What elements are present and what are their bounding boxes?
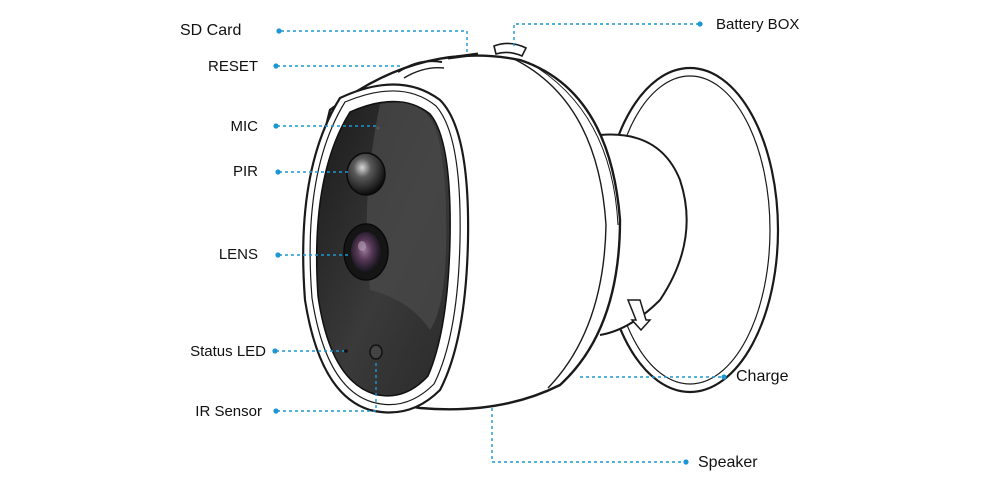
label-ir-sensor: IR Sensor — [195, 403, 262, 420]
camera-lens — [343, 223, 389, 281]
leader-dot-pir — [275, 169, 281, 175]
label-sd-card: SD Card — [180, 22, 242, 39]
ir-sensor — [369, 344, 383, 360]
mount-base — [599, 66, 780, 394]
label-reset: RESET — [207, 58, 258, 75]
leader-dot-reset — [273, 63, 279, 69]
label-battery-box: Battery BOX — [716, 16, 800, 33]
label-mic: MIC — [230, 118, 259, 135]
leader-sd-card — [281, 30, 468, 54]
mic-hole — [376, 126, 380, 130]
label-status-led: Status LED — [190, 343, 266, 360]
leader-dot-ir-sensor — [273, 408, 279, 414]
leader-ir-sensor — [277, 360, 377, 412]
status-led — [344, 349, 348, 353]
leader-dot-charge — [721, 374, 727, 380]
pir-sensor — [346, 152, 386, 196]
leader-dot-lens — [275, 252, 281, 258]
leader-dot-speaker — [683, 459, 689, 465]
label-lens: LENS — [218, 246, 258, 263]
leader-battery-box — [513, 23, 698, 46]
label-charge: Charge — [736, 368, 789, 385]
label-speaker: Speaker — [698, 454, 758, 471]
leader-speaker — [491, 408, 684, 463]
leader-dot-sd-card — [276, 28, 282, 34]
leader-dot-battery-box — [697, 21, 703, 27]
label-pir: PIR — [232, 163, 258, 180]
leader-dot-status-led — [272, 348, 278, 354]
leader-dot-mic — [273, 123, 279, 129]
